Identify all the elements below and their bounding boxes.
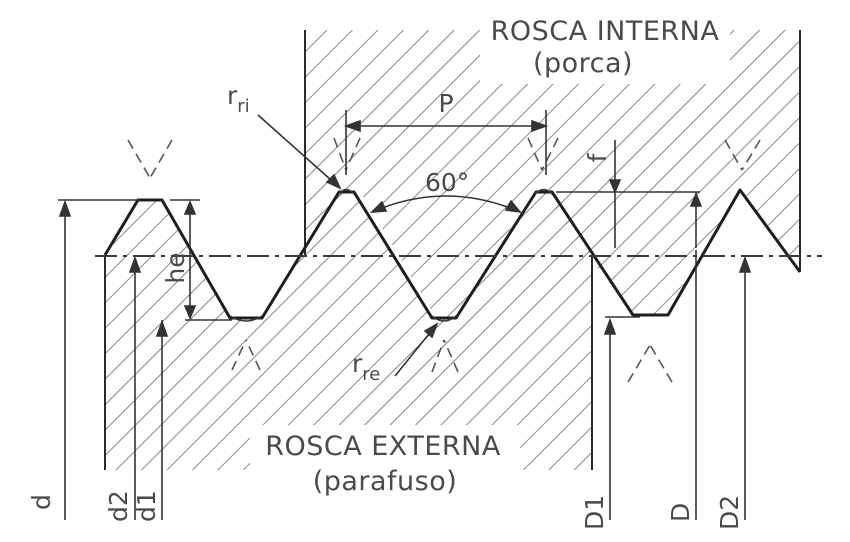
diameter-lines-right — [603, 250, 752, 520]
diameter-d1-label: d1 — [132, 490, 161, 522]
angle-label: 60° — [425, 168, 469, 197]
he-dimension — [170, 199, 232, 321]
f-dimension — [556, 140, 703, 248]
internal-label-bg — [480, 14, 730, 84]
rre-label: rre — [352, 349, 380, 385]
pitch-label: P — [438, 89, 453, 118]
f-label: f — [583, 152, 612, 162]
internal-thread-title: ROSCA INTERNA — [491, 16, 720, 47]
thread-profile-line — [103, 188, 802, 320]
external-thread-title: ROSCA EXTERNA — [265, 431, 501, 462]
diameter-d-label: d — [27, 494, 56, 510]
diameter-D-label: D — [666, 503, 695, 522]
rri-label: rri — [227, 81, 250, 117]
external-label-bg — [250, 425, 520, 505]
angle-dimension — [369, 195, 522, 214]
diameter-lines-left — [58, 199, 169, 520]
diameter-D1-label: D1 — [580, 495, 609, 530]
internal-thread-subtitle: (porca) — [533, 48, 633, 79]
radius-details — [229, 188, 553, 322]
diameter-D2-label: D2 — [715, 495, 744, 530]
diameter-d2-label: d2 — [104, 490, 133, 522]
he-label: he — [161, 252, 190, 283]
pitch-dimension — [343, 110, 549, 175]
rre-leader — [394, 322, 439, 377]
rri-leader — [257, 114, 342, 190]
flank-extensions — [127, 137, 761, 383]
external-thread-subtitle: (parafuso) — [313, 466, 458, 497]
